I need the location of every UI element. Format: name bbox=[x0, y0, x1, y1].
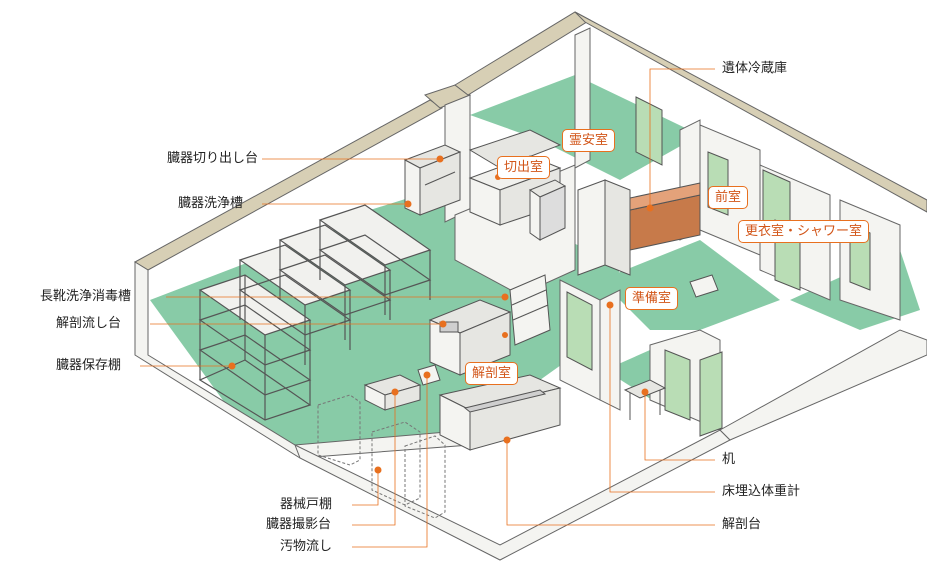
door-reian bbox=[635, 96, 663, 166]
organ-shelves bbox=[198, 204, 432, 421]
body-refrigerator bbox=[629, 182, 701, 251]
callout-organ-storage-shelf: 臓器保存棚 bbox=[56, 358, 122, 373]
organ-photo-table bbox=[363, 364, 441, 411]
callout-desk: 机 bbox=[722, 452, 736, 467]
room-label-reian: 霊安室 bbox=[562, 129, 616, 152]
leader-refrigerator bbox=[649, 68, 715, 208]
wall-top-right bbox=[574, 11, 927, 213]
callout-organ-cutting-table: 臓器切り出し台 bbox=[167, 151, 259, 166]
callout-dissection-table: 解剖台 bbox=[722, 517, 762, 532]
dot-dirty-sink bbox=[423, 371, 431, 379]
leader-dots bbox=[228, 155, 654, 474]
dot-scale bbox=[606, 301, 614, 309]
dot-boot-tank bbox=[501, 293, 509, 301]
tall-locker bbox=[577, 179, 631, 276]
outer-walls bbox=[134, 11, 927, 271]
leader-dissection-table bbox=[506, 440, 715, 526]
room-label-kaibou: 解剖室 bbox=[465, 362, 519, 385]
shelf-unit-4 bbox=[318, 204, 432, 315]
wall-shelf bbox=[509, 274, 551, 346]
callout-body-refrigerator: 遺体冷蔵庫 bbox=[722, 61, 788, 76]
dot-organ-shelves bbox=[228, 362, 236, 370]
dot-instrument-cabinet bbox=[374, 466, 382, 474]
callout-boot-washing-tank: 長靴洗浄消毒槽 bbox=[40, 289, 132, 304]
room-label-kiridashi: 切出室 bbox=[497, 156, 551, 179]
callout-organ-photo-table: 臓器撮影台 bbox=[266, 517, 332, 532]
leader-photo-table bbox=[352, 392, 396, 526]
room-label-koui: 更衣室・シャワー室 bbox=[738, 220, 870, 243]
callout-floor-scale: 床埋込体重計 bbox=[722, 484, 801, 499]
dot-dissection-sink bbox=[439, 320, 447, 328]
dot-washing-tank bbox=[404, 200, 412, 208]
shelf-unit-2 bbox=[238, 244, 352, 365]
dissection-table bbox=[438, 374, 562, 451]
room-label-junbi: 準備室 bbox=[625, 287, 679, 310]
dissection-sink bbox=[428, 299, 512, 376]
leader-scale bbox=[609, 305, 715, 493]
callout-dissection-sink: 解剖流し台 bbox=[56, 316, 122, 331]
organ-cutting-table bbox=[403, 144, 462, 216]
dot-kiridashi-2 bbox=[502, 332, 508, 338]
dot-photo-table bbox=[391, 388, 399, 396]
shelf-unit-3 bbox=[278, 224, 392, 340]
leader-lines bbox=[140, 68, 715, 548]
callout-dirty-sink: 汚物流し bbox=[280, 539, 333, 554]
door-desk-room bbox=[664, 349, 691, 421]
dot-refrigerator bbox=[646, 204, 654, 212]
dot-dissection-table bbox=[503, 436, 511, 444]
dot-cutting-table bbox=[436, 155, 444, 163]
room-label-zenshitsu: 前室 bbox=[708, 186, 749, 209]
leader-dirty-sink bbox=[352, 375, 428, 548]
kiridashi-cabinet bbox=[528, 179, 567, 241]
leader-instrument-cabinet bbox=[352, 470, 379, 506]
instrument-cabinets bbox=[317, 394, 446, 519]
door-junbi-left bbox=[566, 291, 593, 371]
leader-desk bbox=[644, 392, 715, 461]
callout-instrument-cabinet: 器械戸棚 bbox=[280, 497, 333, 512]
door-front bbox=[699, 351, 723, 437]
callout-organ-washing-tank: 臓器洗浄槽 bbox=[178, 196, 244, 211]
dot-desk bbox=[641, 388, 649, 396]
wall-front-right bbox=[719, 329, 927, 441]
washbasin bbox=[689, 274, 719, 298]
